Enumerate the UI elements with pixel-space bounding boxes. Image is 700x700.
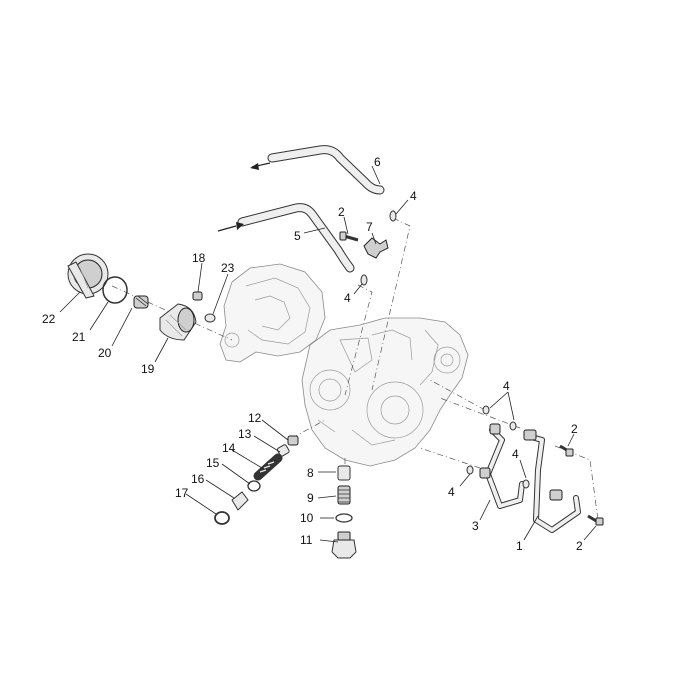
plug-18 (192, 291, 203, 301)
filter-cover-22 (67, 253, 109, 299)
callout-6: 6 (374, 155, 381, 169)
spring-14 (253, 453, 283, 481)
callout-10: 10 (300, 511, 314, 525)
callout-7: 7 (366, 220, 373, 234)
spring-9 (337, 485, 351, 505)
breather-pipe-5 (217, 203, 355, 273)
callout-8: 8 (307, 466, 314, 480)
oil-line-3 (479, 423, 525, 509)
engine-crankcase (301, 317, 469, 467)
washer-17 (214, 511, 230, 525)
o-ring-15 (247, 480, 261, 492)
callout-22: 22 (42, 312, 56, 326)
callout-3: 3 (472, 519, 479, 533)
callout-20: 20 (98, 346, 112, 360)
callout-18: 18 (192, 251, 206, 265)
callout-2: 2 (571, 422, 578, 436)
callout-4: 4 (344, 291, 351, 305)
bolt-2-upper (339, 231, 359, 242)
plug-16 (231, 491, 249, 511)
callout-4: 4 (410, 189, 417, 203)
o-ring-10 (335, 513, 353, 523)
callout-labels: 6 4 5 2 7 4 18 23 22 21 20 19 12 13 14 1… (42, 155, 583, 553)
plug-12 (287, 435, 299, 446)
callout-12: 12 (248, 411, 262, 425)
callout-14: 14 (222, 441, 236, 455)
breather-pipe-6 (250, 145, 385, 195)
clips-lower (466, 405, 530, 489)
callout-16: 16 (191, 472, 205, 486)
callout-1: 1 (516, 539, 523, 553)
callout-11: 11 (300, 533, 313, 547)
bolt-2-right-upper (559, 444, 574, 457)
callout-5: 5 (294, 229, 301, 243)
inflow-arrowhead (236, 222, 244, 230)
leader-lines (59, 165, 597, 543)
plug-11 (331, 531, 357, 559)
inflow-arrow (217, 225, 237, 232)
callout-4: 4 (503, 379, 510, 393)
callout-21: 21 (72, 330, 86, 344)
bolt-2-right-lower (587, 514, 604, 526)
washer-23 (204, 313, 216, 323)
callout-19: 19 (141, 362, 155, 376)
callout-4: 4 (512, 447, 519, 461)
callout-9: 9 (307, 491, 314, 505)
outflow-arrowhead (250, 163, 259, 170)
callout-17: 17 (175, 486, 189, 500)
oil-line-1 (523, 429, 581, 533)
side-cover (219, 263, 326, 363)
callout-4: 4 (448, 485, 455, 499)
callout-2: 2 (338, 205, 345, 219)
callout-2: 2 (576, 539, 583, 553)
spring-20 (133, 295, 149, 309)
callout-15: 15 (206, 456, 220, 470)
fitting-7 (363, 237, 389, 259)
piston-8 (337, 465, 351, 481)
oil-filter-19 (159, 303, 197, 341)
o-ring-21 (102, 276, 128, 304)
piston-13 (276, 444, 290, 457)
clips-upper (360, 210, 397, 286)
callout-23: 23 (221, 261, 235, 275)
callout-13: 13 (238, 427, 252, 441)
